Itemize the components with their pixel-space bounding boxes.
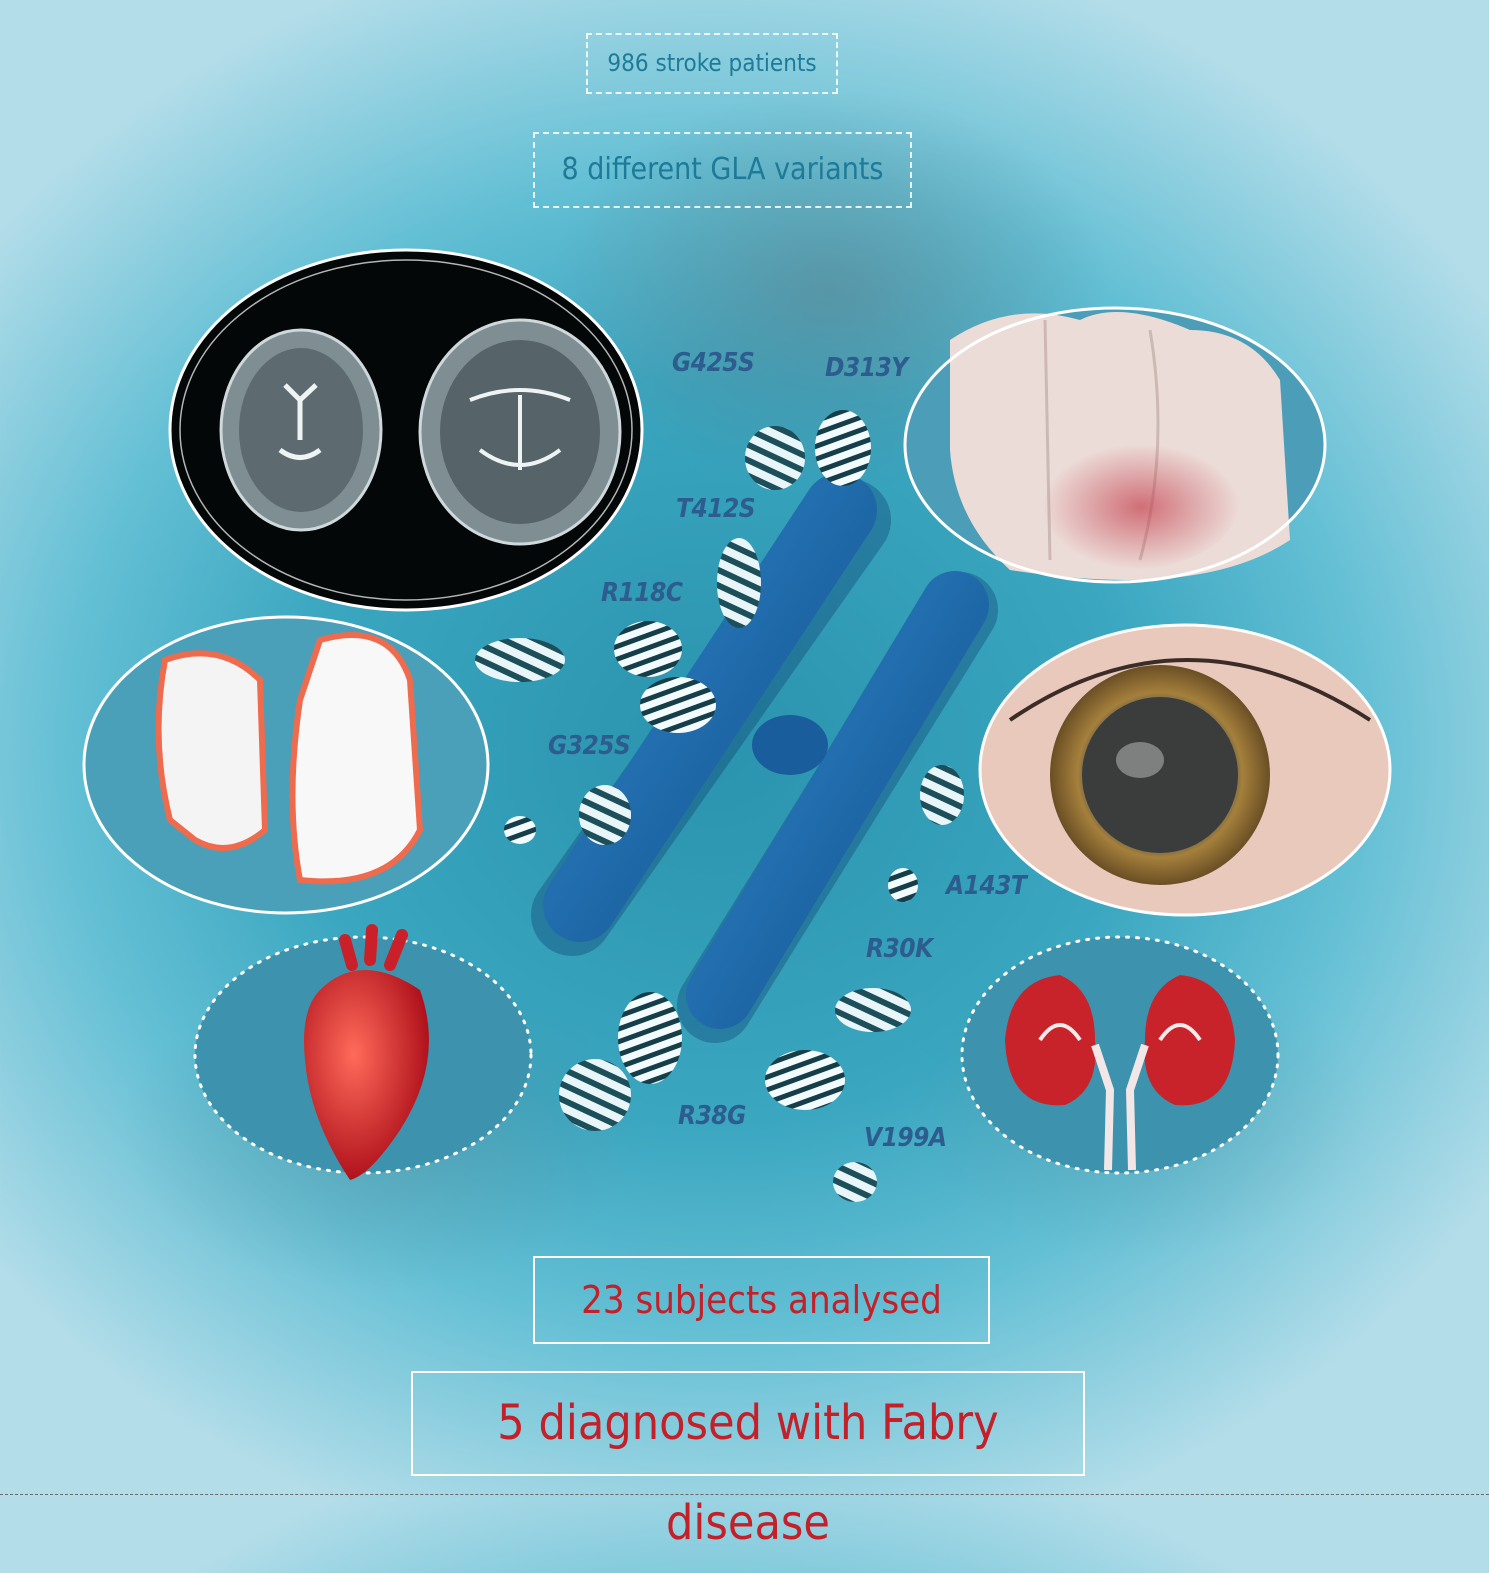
variant-label: R30K — [866, 934, 933, 964]
kidneys-illustration — [960, 935, 1280, 1175]
variant-label: R118C — [601, 578, 683, 608]
variant-label: T412S — [676, 494, 756, 524]
background-artwork — [82, 90, 1392, 1290]
hand-foot-pain-illustration — [82, 615, 490, 915]
eye-illustration — [978, 623, 1392, 917]
variant-label: G325S — [548, 731, 631, 761]
variant-label: V199A — [864, 1123, 947, 1153]
skin-rash-illustration — [903, 306, 1327, 584]
variant-label: G425S — [672, 348, 755, 378]
variant-label: D313Y — [825, 353, 908, 383]
variant-label: A143T — [946, 871, 1027, 901]
brain-mri-illustration — [168, 248, 644, 612]
variant-label: R38G — [678, 1101, 746, 1131]
subjects-analysed-box: 23 subjects analysed — [533, 1256, 990, 1344]
bottom-divider — [0, 1494, 1489, 1495]
fabry-diagnosed-box: 5 diagnosed with Fabry disease — [411, 1371, 1085, 1551]
dna-fragments — [475, 410, 964, 1202]
gla-variants-box: 8 different GLA variants — [533, 132, 912, 208]
stroke-patients-box: 986 stroke patients — [586, 33, 838, 94]
heart-illustration — [193, 924, 533, 1180]
